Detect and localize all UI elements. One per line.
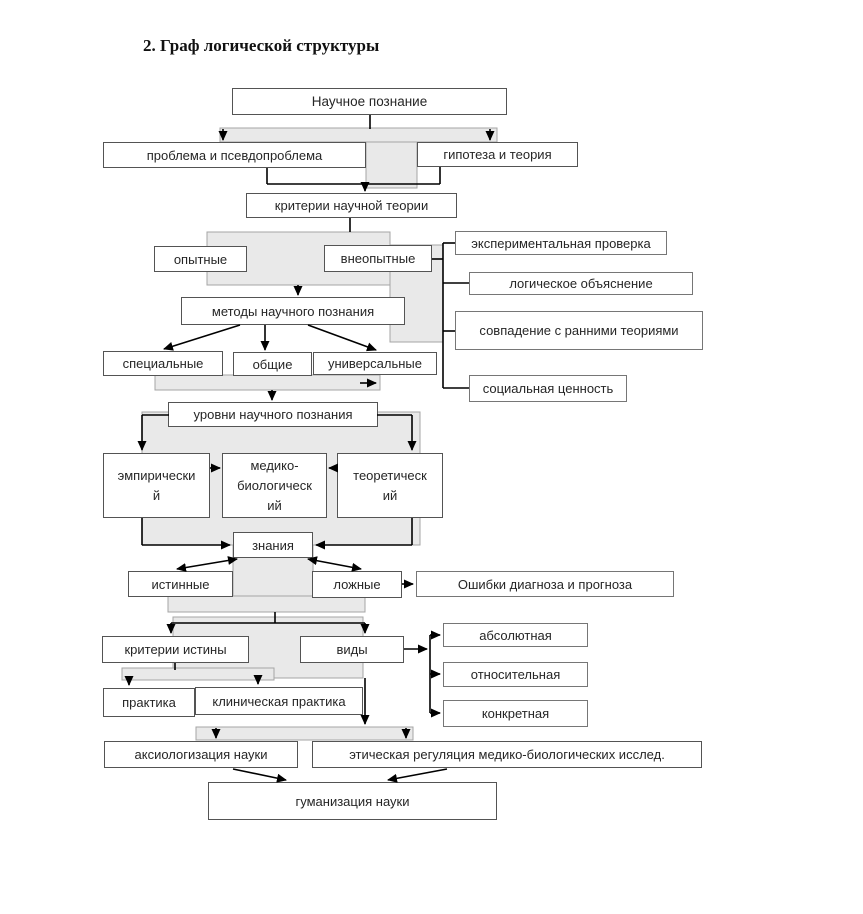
node-sotsialnaya: социальная ценность (469, 375, 627, 402)
node-spetsialnye: специальные (103, 351, 223, 376)
node-aksiologizatsiya: аксиологизация науки (104, 741, 298, 768)
node-praktika: практика (103, 688, 195, 717)
node-vneopytnye: внеопытные (324, 245, 432, 272)
node-oshibki: Ошибки диагноза и прогноза (416, 571, 674, 597)
node-vidy: виды (300, 636, 404, 663)
node-problema: проблема и псевдопроблема (103, 142, 366, 168)
node-eksperiment: экспериментальная проверка (455, 231, 667, 255)
node-teoreticheskiy: теоретический (337, 453, 443, 518)
node-gumanizatsiya: гуманизация науки (208, 782, 497, 820)
node-nauchnoe: Научное познание (232, 88, 507, 115)
node-otnositelnaya: относительная (443, 662, 588, 687)
node-sovpadenie: совпадение с ранними теориями (455, 311, 703, 350)
node-eticheskaya: этическая регуляция медико-биологических… (312, 741, 702, 768)
node-kriterii-istiny: критерии истины (102, 636, 249, 663)
node-obshchie: общие (233, 352, 312, 376)
node-kriterii-teorii: критерии научной теории (246, 193, 457, 218)
node-znaniya: знания (233, 532, 313, 558)
node-opytnye: опытные (154, 246, 247, 272)
node-konkretnaya: конкретная (443, 700, 588, 727)
node-klinicheskaya: клиническая практика (195, 687, 363, 715)
node-empiricheskiy: эмпирический (103, 453, 210, 518)
node-mediko: медико-биологический (222, 453, 327, 518)
page-title: 2. Граф логической структуры (143, 36, 380, 55)
node-gipoteza: гипотеза и теория (417, 142, 578, 167)
node-istinnye: истинные (128, 571, 233, 597)
node-urovni: уровни научного познания (168, 402, 378, 427)
node-metody: методы научного познания (181, 297, 405, 325)
node-absolyutnaya: абсолютная (443, 623, 588, 647)
node-lozhnye: ложные (312, 571, 402, 598)
node-logicheskoe: логическое объяснение (469, 272, 693, 295)
node-universalnye: универсальные (313, 352, 437, 375)
